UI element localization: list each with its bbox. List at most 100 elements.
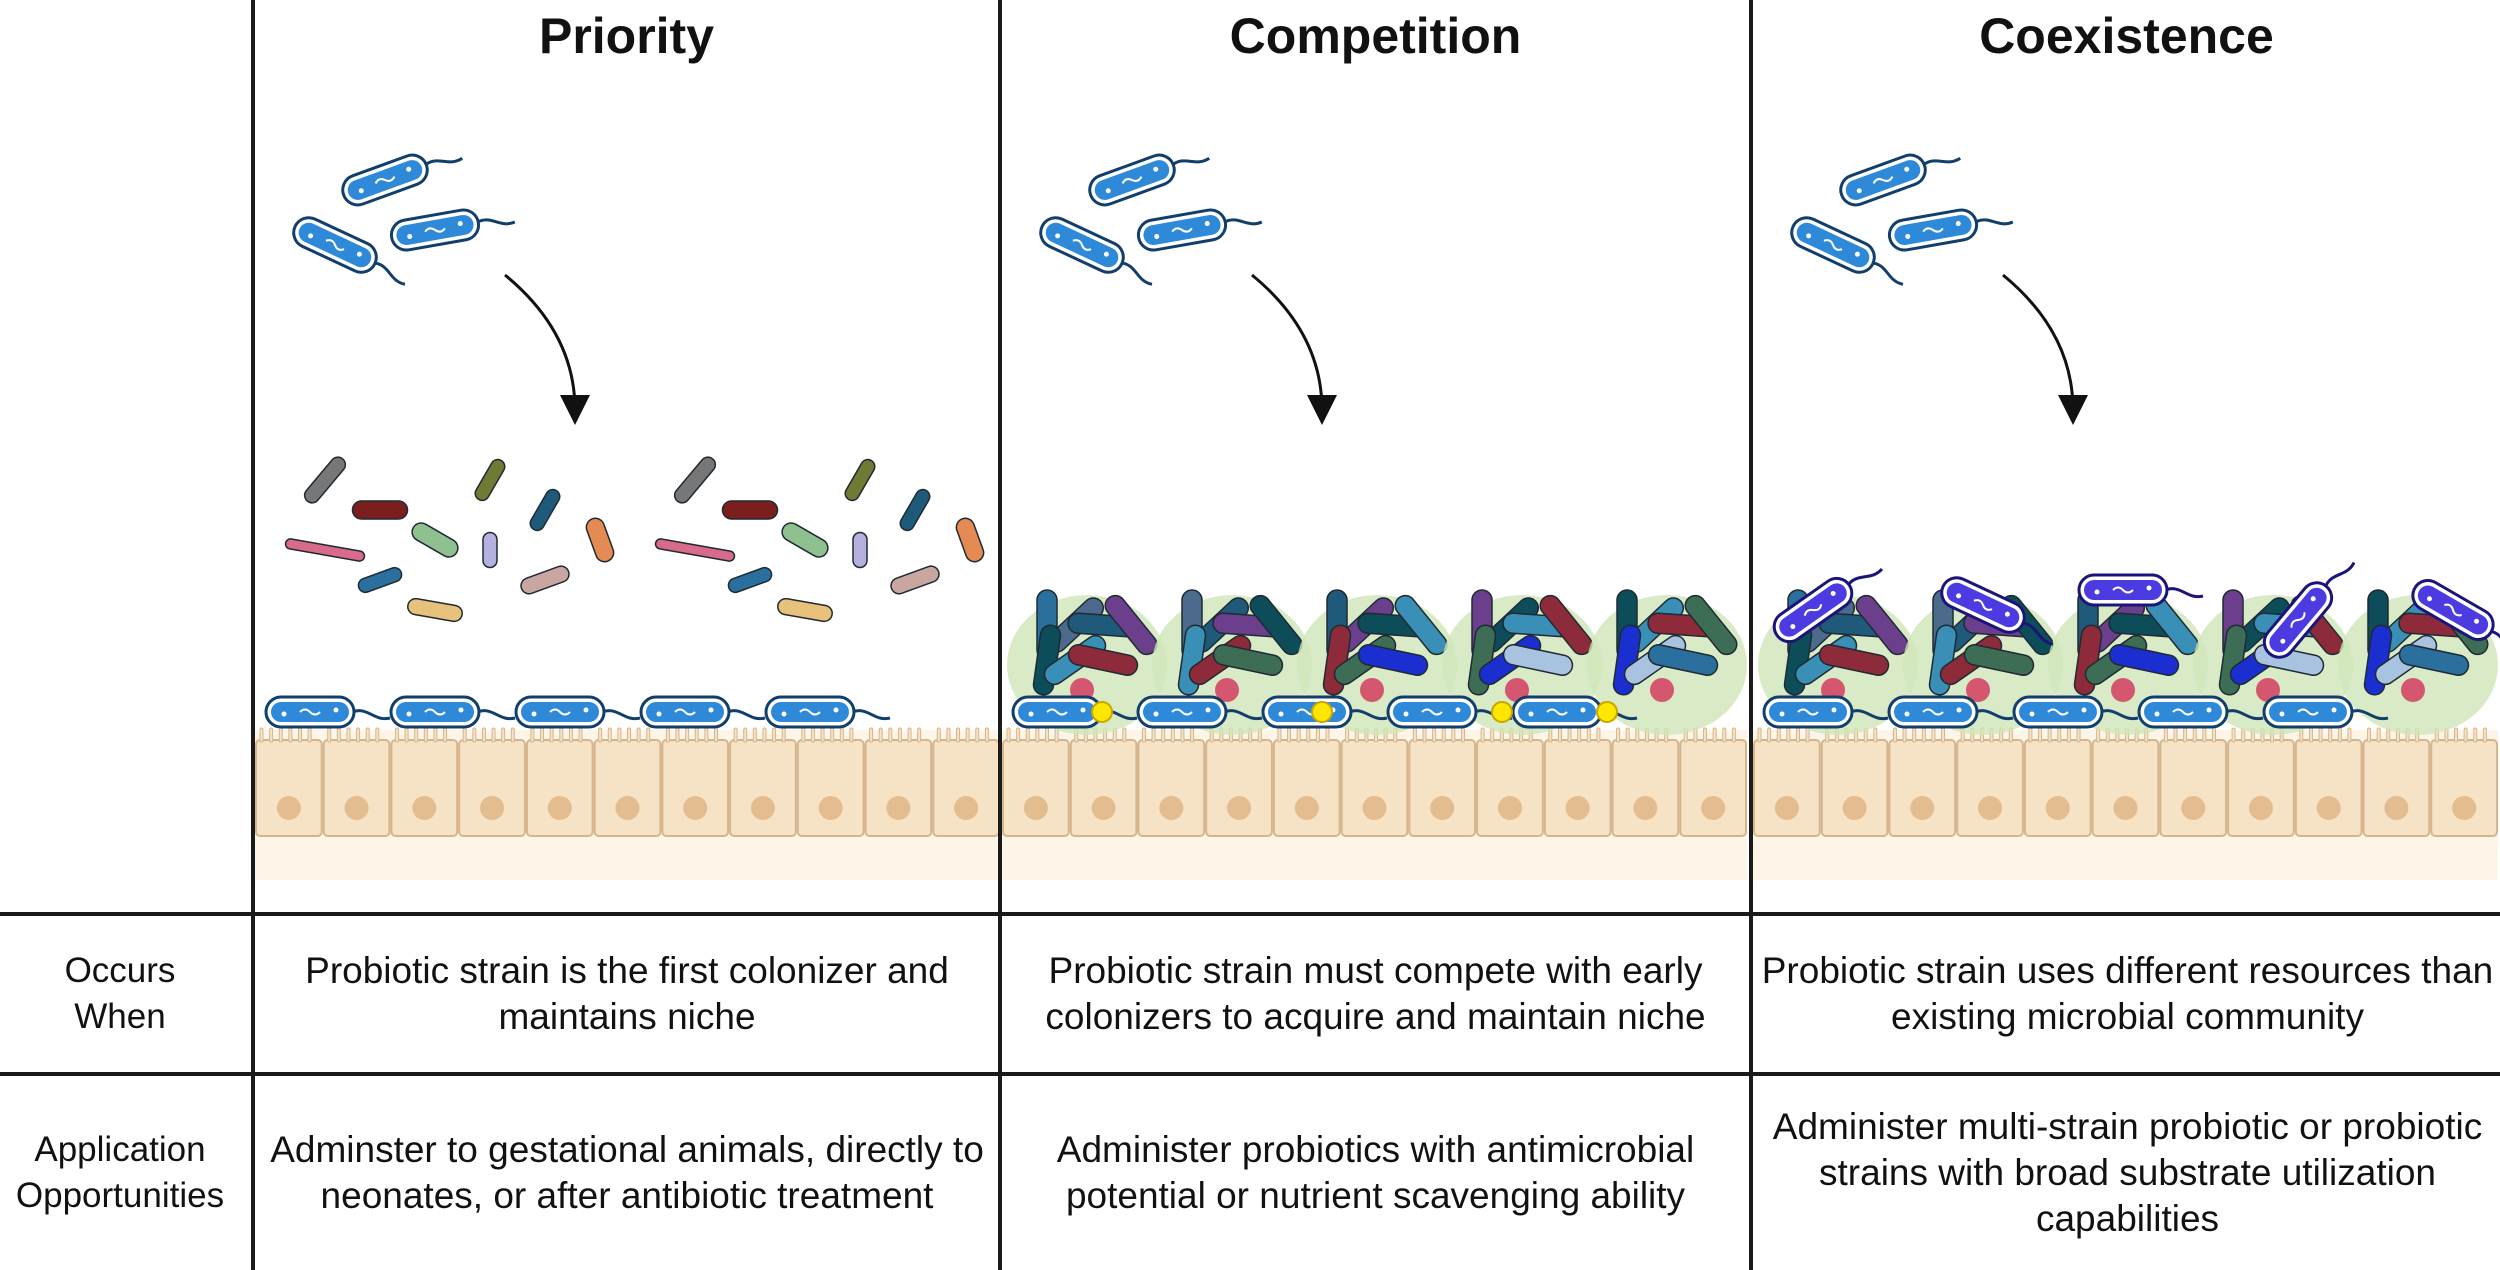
granule <box>781 711 787 717</box>
microvillus <box>878 727 883 743</box>
granule <box>2279 711 2285 717</box>
commensal-bacterium <box>411 522 459 558</box>
microvillus <box>917 727 922 743</box>
commensal-bacterium <box>2108 644 2180 676</box>
commensal-bacterium <box>1684 594 1738 656</box>
granule <box>1528 711 1534 717</box>
microvillus <box>869 727 874 743</box>
microvillus <box>2463 727 2468 743</box>
microvillus <box>2163 727 2168 743</box>
epithelial-cell <box>796 739 865 837</box>
granule <box>457 221 463 227</box>
flagellum <box>1846 567 1884 587</box>
granule <box>1806 233 1812 239</box>
probiotic-bacterium-icon <box>1772 567 1884 644</box>
cell-nucleus <box>1430 796 1455 820</box>
probiotic-bacterium-icon <box>1011 695 1138 729</box>
commensal-bacterium <box>303 456 347 504</box>
cell-nucleus <box>1159 796 1184 820</box>
coccus <box>1360 678 1384 702</box>
flagellum <box>475 218 516 226</box>
cell-nucleus <box>750 796 775 820</box>
probiotic-bacterium-icon <box>1386 695 1513 729</box>
microvillus <box>733 727 738 743</box>
probiotic-bacterium-icon <box>2411 579 2500 657</box>
granule <box>833 707 839 713</box>
microvillus <box>2028 727 2033 743</box>
flagellum <box>1170 156 1211 167</box>
coccus <box>1215 678 1239 702</box>
antimicrobial-burst-icon <box>1311 701 1333 723</box>
flagellum <box>423 156 464 167</box>
microvillus <box>1767 727 1772 743</box>
coccus <box>1966 678 1990 702</box>
application-coexistence: Administer multi-strain probiotic or pro… <box>1772 1106 2483 1239</box>
microvillus <box>1161 727 1166 743</box>
arrow <box>2002 273 2088 425</box>
microvillus <box>269 727 274 743</box>
microvillus <box>2337 727 2342 743</box>
microvillus <box>1731 727 1736 743</box>
microvillus <box>1306 727 1311 743</box>
microvillus <box>336 727 341 743</box>
dna-squiggle <box>2290 612 2306 628</box>
microvillus <box>839 727 844 743</box>
microvillus <box>1873 727 1878 743</box>
dna-squiggle <box>1171 227 1193 233</box>
row-label-occurs-line2: When <box>74 997 166 1036</box>
cell-nucleus <box>344 796 369 820</box>
microvillus <box>830 727 835 743</box>
microvillus <box>1460 727 1465 743</box>
column-title-competition: Competition <box>1229 8 1522 64</box>
epithelial-cell <box>525 739 594 837</box>
divider-vertical-3 <box>1749 0 1753 1270</box>
probiotic-bacterium-icon <box>1088 153 1211 207</box>
microvillus <box>472 727 477 743</box>
commensal-bacterium <box>2398 644 2470 676</box>
commensal-bacterium <box>482 531 498 569</box>
microvillus <box>2454 727 2459 743</box>
dna-squiggle <box>1046 708 1068 716</box>
probiotic-bacterium-icon <box>2262 695 2389 729</box>
commensal-bacterium <box>1539 594 1593 656</box>
microvillus <box>1625 727 1630 743</box>
microvillus <box>540 727 545 743</box>
microvillus <box>897 727 902 743</box>
probiotic-bacterium-icon <box>2262 561 2356 659</box>
microvillus <box>607 727 612 743</box>
dna-squiggle <box>1922 227 1944 233</box>
commensal-bacterium <box>721 500 779 520</box>
microvillus <box>549 727 554 743</box>
probiotic-bacterium-icon <box>1136 695 1263 729</box>
microvillus <box>2183 727 2188 743</box>
cell-nucleus <box>2113 796 2138 820</box>
microvillus <box>1044 727 1049 743</box>
microvillus <box>1025 727 1030 743</box>
application-competition: Administer probiotics with antimicrobial… <box>1056 1129 1695 1216</box>
granule <box>1904 711 1910 717</box>
microvillus <box>1422 727 1427 743</box>
microvillus <box>2318 727 2323 743</box>
cell-nucleus <box>2452 796 2477 820</box>
flagellum <box>1921 156 1962 167</box>
probiotic-bacterium-icon <box>264 695 391 729</box>
coccus <box>1650 678 1674 702</box>
cell-nucleus <box>2316 796 2341 820</box>
microvillus <box>956 727 961 743</box>
flagellum <box>351 709 391 721</box>
occurs-coexistence: Probiotic strain uses different resource… <box>1761 950 2494 1037</box>
flagellum <box>2164 587 2204 599</box>
microvillus <box>752 727 757 743</box>
antimicrobial-burst-icon <box>1491 701 1513 723</box>
microvillus <box>1795 727 1800 743</box>
row-label-occurs-when: Occurs When <box>0 916 240 1072</box>
microvillus <box>1596 727 1601 743</box>
epithelial-cell <box>864 739 933 837</box>
dna-squiggle <box>549 708 571 716</box>
divider-horizontal-1 <box>0 912 2500 916</box>
microvillus <box>307 727 312 743</box>
microvillus <box>2192 727 2197 743</box>
microvillus <box>636 727 641 743</box>
epithelial-cell <box>1611 739 1680 837</box>
granule <box>356 251 362 257</box>
